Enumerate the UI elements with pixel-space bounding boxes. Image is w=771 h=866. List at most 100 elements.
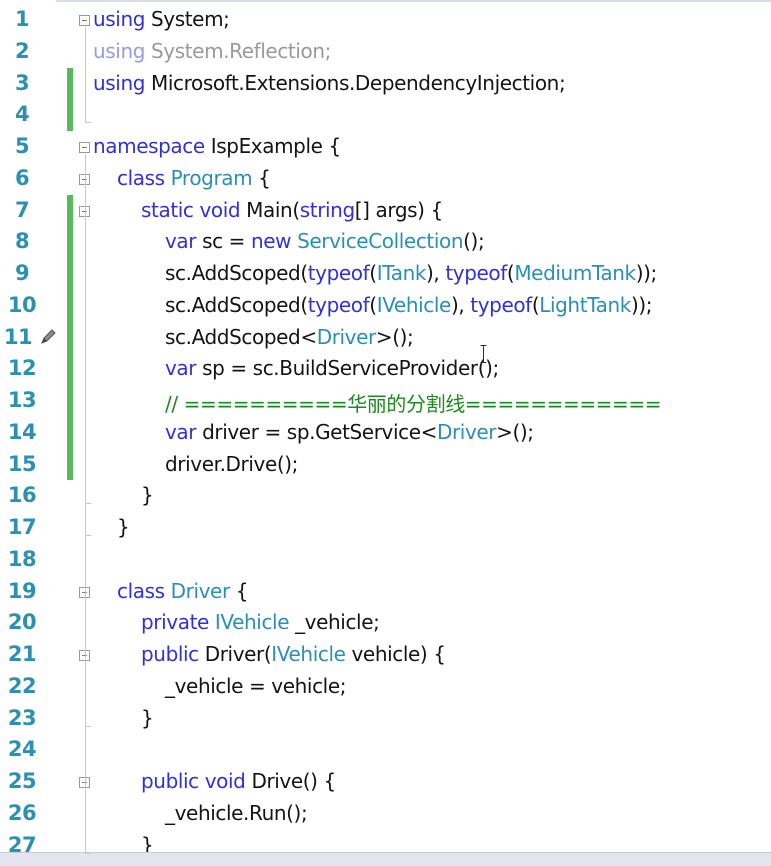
line-number: 19 xyxy=(7,578,37,603)
line-number: 1 xyxy=(14,7,30,31)
keyword-token: var xyxy=(165,419,197,444)
code-token: )); xyxy=(635,261,658,285)
code-token: { xyxy=(252,165,271,190)
keyword-token: static xyxy=(141,197,194,222)
code-token: System.Reflection; xyxy=(145,38,331,63)
line-number: 17 xyxy=(7,515,37,539)
collapse-minus-icon[interactable] xyxy=(79,173,90,185)
collapse-minus-icon[interactable] xyxy=(79,586,90,598)
keyword-token: typeof xyxy=(307,292,370,317)
outline-guide xyxy=(85,662,86,726)
line-number-gutter xyxy=(0,0,56,866)
code-token: using xyxy=(93,38,146,63)
type-token: ITank xyxy=(376,261,427,285)
code-line[interactable]: 18 xyxy=(0,544,771,576)
outline-guide xyxy=(85,217,86,504)
type-token: Driver xyxy=(170,578,231,603)
keyword-token: var xyxy=(165,356,197,381)
line-number: 25 xyxy=(7,769,37,793)
code-token: [] args) { xyxy=(354,197,443,222)
code-token: ( xyxy=(369,292,377,317)
code-token: _vehicle; xyxy=(289,610,380,635)
code-text: } xyxy=(141,483,154,507)
keyword-token: public xyxy=(141,769,199,793)
code-text: } xyxy=(117,515,130,539)
code-token: (); xyxy=(463,229,485,254)
code-token: sc.AddScoped( xyxy=(165,261,308,285)
collapse-minus-icon[interactable] xyxy=(79,205,90,217)
keyword-token: class xyxy=(117,165,165,190)
code-text: var sc = new ServiceCollection(); xyxy=(165,229,485,254)
outline-guide-end xyxy=(85,535,91,536)
pencil-icon[interactable] xyxy=(38,327,58,347)
type-token: ServiceCollection xyxy=(297,229,464,254)
keyword-token: private xyxy=(141,610,209,635)
code-text: driver.Drive(); xyxy=(165,452,298,476)
code-text: } xyxy=(141,833,154,857)
line-number: 21 xyxy=(7,642,37,666)
line-number: 5 xyxy=(14,134,30,158)
code-line[interactable]: 13// ==========华丽的分割线============ xyxy=(0,385,771,417)
collapse-minus-icon[interactable] xyxy=(79,650,90,661)
code-token: _vehicle = vehicle; xyxy=(165,673,347,698)
code-line[interactable]: 16} xyxy=(0,480,771,512)
code-line[interactable]: 5 namespace IspExample { xyxy=(0,131,771,163)
collapse-minus-icon[interactable] xyxy=(79,15,90,26)
keyword-token: void xyxy=(204,769,246,793)
code-line[interactable]: 21 public Driver(IVehicle vehicle) { xyxy=(0,639,771,671)
code-token: vehicle) { xyxy=(345,642,446,666)
keyword-token: new xyxy=(250,229,292,254)
code-text: private IVehicle _vehicle; xyxy=(141,610,380,635)
line-number: 18 xyxy=(7,546,37,571)
line-number: 6 xyxy=(14,165,30,190)
code-token: IspExample { xyxy=(204,134,341,158)
line-number: 11 xyxy=(3,324,33,349)
code-line[interactable]: 4 xyxy=(0,99,771,131)
code-line[interactable]: 23} xyxy=(0,703,771,735)
code-token: driver.Drive(); xyxy=(165,451,299,476)
collapse-minus-icon[interactable] xyxy=(79,777,90,788)
code-line[interactable]: 24 xyxy=(0,734,771,766)
line-number: 4 xyxy=(14,102,30,127)
code-text: using System.Reflection; xyxy=(93,39,331,63)
type-token: IVehicle xyxy=(376,292,452,317)
collapse-minus-icon[interactable] xyxy=(79,142,90,153)
code-token: )); xyxy=(630,292,653,317)
type-token: MediumTank xyxy=(514,261,636,285)
code-token: ( xyxy=(369,261,377,285)
code-text: // ==========华丽的分割线============ xyxy=(165,388,662,417)
code-text: public Driver(IVehicle vehicle) { xyxy=(141,642,446,666)
code-line[interactable]: 20 private IVehicle _vehicle; xyxy=(0,607,771,639)
keyword-token: void xyxy=(199,197,241,222)
code-text: using Microsoft.Extensions.DependencyInj… xyxy=(93,71,566,95)
code-token: sc = xyxy=(196,229,251,254)
code-line[interactable]: 11 sc.AddScoped<Driver>(); xyxy=(0,322,771,354)
code-line[interactable]: 22 _vehicle = vehicle; xyxy=(0,671,771,703)
code-line[interactable]: 26_vehicle.Run(); xyxy=(0,798,771,830)
code-text: var driver = sp.GetService<Driver>(); xyxy=(165,420,534,444)
horizontal-scrollbar[interactable] xyxy=(0,852,771,866)
change-indicator-bar xyxy=(67,67,73,131)
line-number: 20 xyxy=(7,610,37,635)
line-number: 22 xyxy=(7,673,37,698)
keyword-token: var xyxy=(165,229,197,254)
keyword-token: typeof xyxy=(470,292,532,317)
code-line[interactable]: 17} xyxy=(0,512,771,544)
keyword-token: namespace xyxy=(93,134,205,158)
keyword-token: class xyxy=(117,578,165,603)
code-text: sc.AddScoped<Driver>(); xyxy=(165,325,414,349)
